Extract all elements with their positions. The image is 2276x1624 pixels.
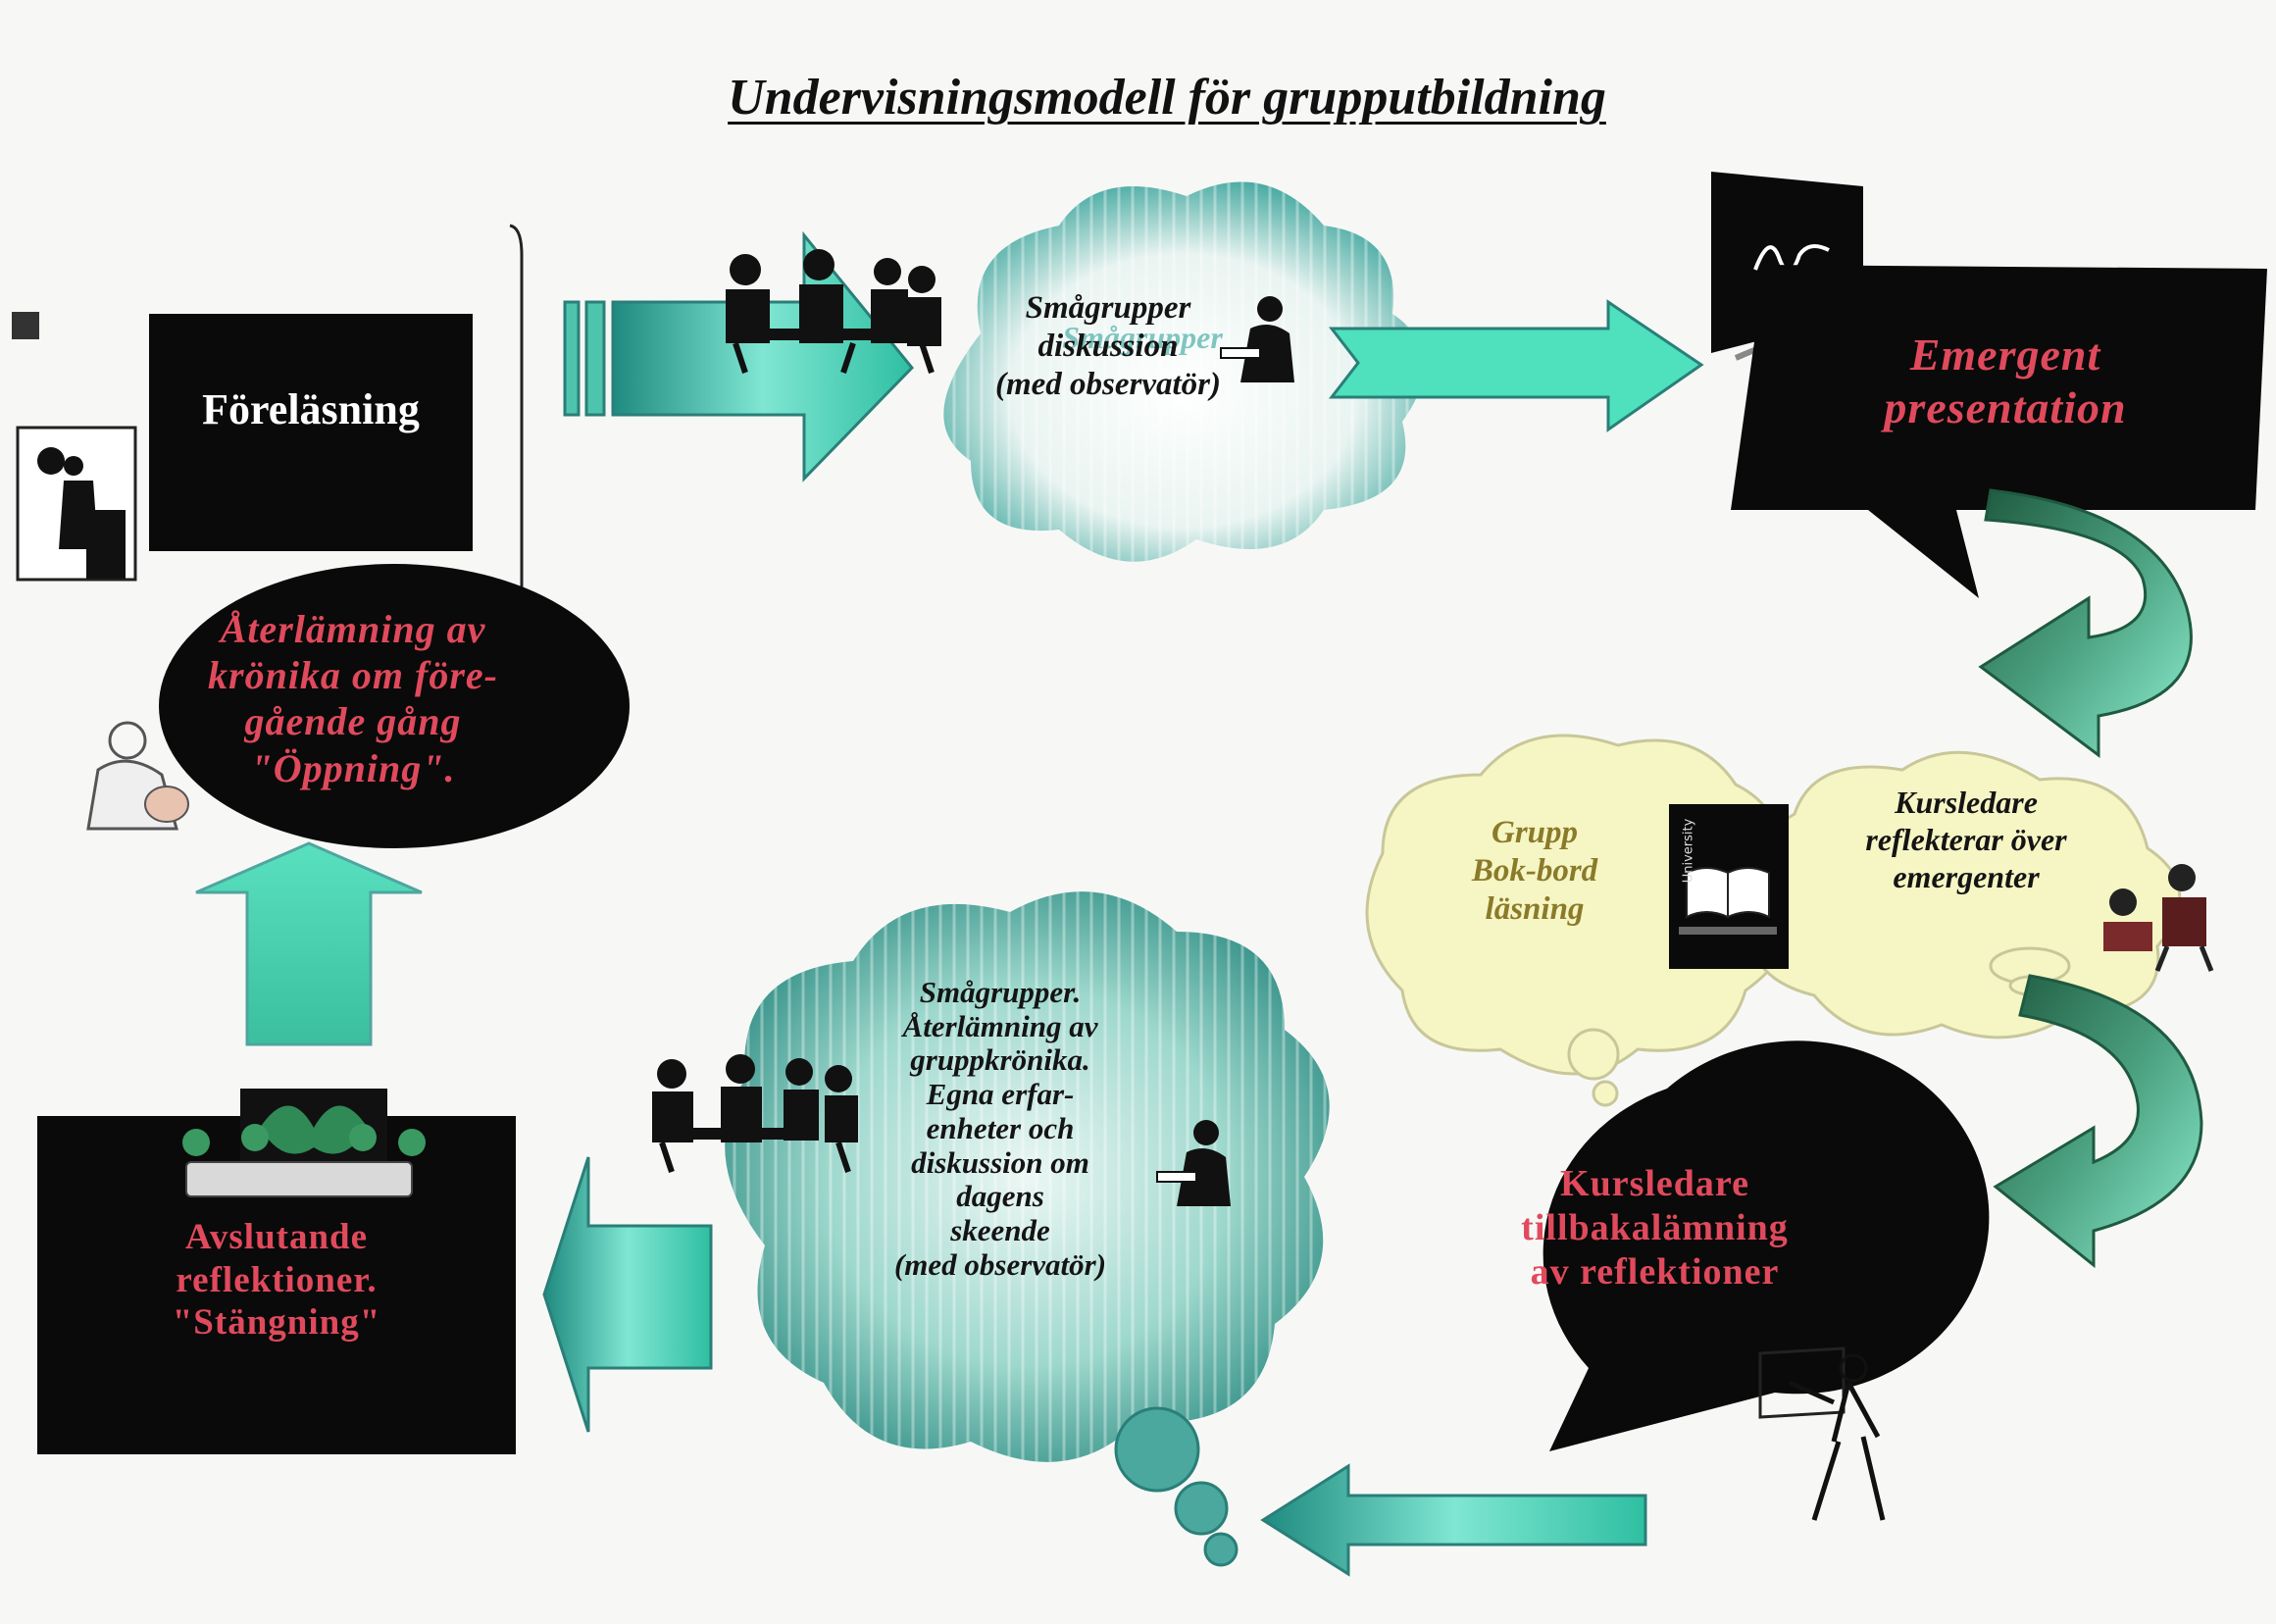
- book-icon: [1669, 804, 1789, 969]
- kursledare-reflekterar-label: Kursledare reflekterar över emergenter: [1865, 785, 2067, 894]
- small-square-icon: [12, 312, 39, 339]
- group-table-icon: [182, 1089, 426, 1197]
- reader-figure-icon: [1156, 1120, 1231, 1206]
- cloud-bottom: [725, 891, 1330, 1567]
- lecturer-podium-icon: [16, 426, 137, 582]
- aterlamning-ellipse: [159, 564, 630, 848]
- arrow-curve-bottom-right: [1993, 974, 2203, 1269]
- arrow-right-top: [1328, 299, 1704, 432]
- smagrupper-bottom-label: Smågrupper. Återlämning av gruppkrönika.…: [893, 975, 1107, 1282]
- arrow-left-bottom: [1260, 1463, 1647, 1577]
- emergent-box: [1731, 265, 2267, 598]
- diagram-title: Undervisningsmodell för grupputbildning: [728, 70, 1606, 126]
- arrow-up-left: [195, 841, 423, 1046]
- arrow-curve-top-right: [1978, 488, 2193, 758]
- kursledare-tillbaka-bubble: [1543, 1040, 1990, 1451]
- avslutande-label: Avslutande reflektioner. "Stängning": [172, 1217, 381, 1344]
- emergent-label: Emergent presentation: [1884, 330, 2127, 433]
- presenter-icon: [1758, 1346, 1886, 1521]
- forelasning-box: [149, 314, 473, 551]
- smagrupper-top-ghost: Smågrupper: [1062, 320, 1223, 355]
- meeting-group-icon: [652, 1054, 858, 1173]
- arrow-left-middle: [542, 1156, 713, 1433]
- smagrupper-top-label: Smågrupper diskussion (med observatör): [994, 290, 1222, 402]
- aterlamning-label: Återlämning av krönika om före- gående g…: [208, 607, 498, 790]
- kursledare-tillbaka-label: Kursledare tillbakalämning av reflektion…: [1521, 1163, 1789, 1293]
- reader-figure-icon: [1220, 296, 1294, 382]
- forelasning-label: Föreläsning: [202, 385, 420, 433]
- cloud-top: [943, 181, 1425, 562]
- grupp-bokbord-label: Grupp Bok-bord läsning: [1471, 815, 1598, 927]
- office-people-icon: [2103, 864, 2214, 972]
- thinking-person-icon: [86, 721, 189, 831]
- meeting-group-icon: [726, 249, 941, 374]
- book-label: University: [1681, 818, 1696, 884]
